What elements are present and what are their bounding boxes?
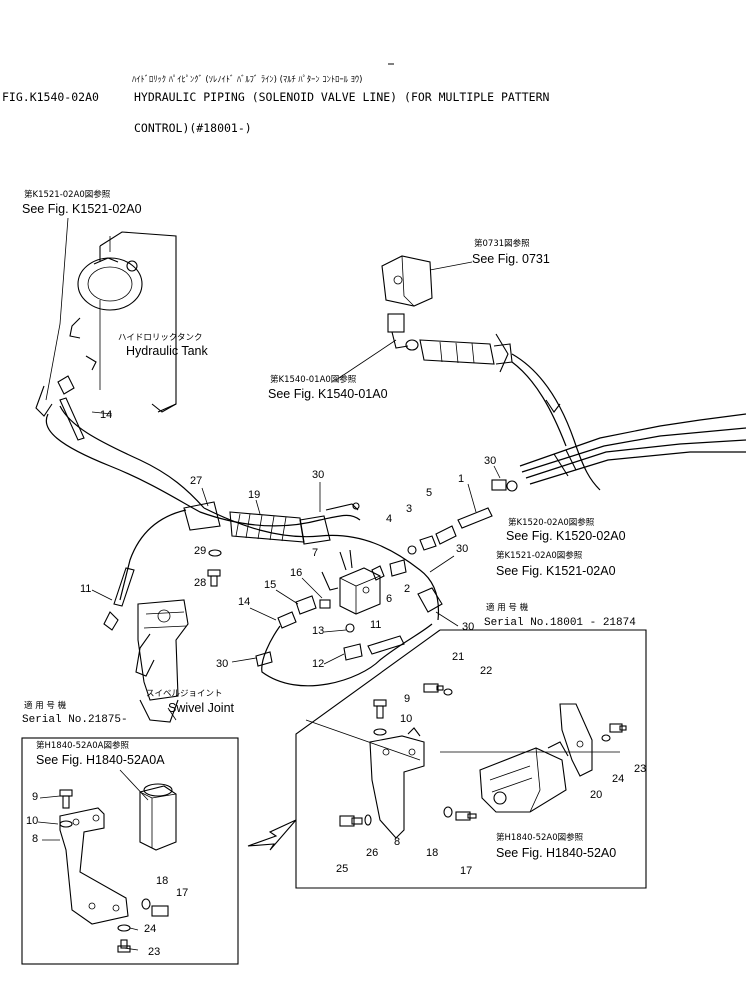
callout-16: 16 [290,567,302,579]
solenoid-block-drawing [319,549,443,661]
serial-left-frame [21,737,239,965]
callout-14-lower: 14 [238,596,250,608]
pipe-14-upper [59,397,85,441]
swivel-label-en: Swivel Joint [168,701,235,715]
serial-right-en: Serial No.18001 - 21874 [484,617,636,629]
callout-14-upper: 14 [100,409,112,421]
ref-k1540-en: See Fig. K1540-01A0 [268,387,388,401]
serial-left-jp: 適 用 号 機 [24,700,67,711]
ref-0731-en: See Fig. 0731 [472,252,550,266]
serial-left-en: Serial No.21875- [22,714,128,726]
main-hose-assembly [45,405,440,621]
leader-right-box [305,719,620,761]
callout-2: 2 [404,583,410,595]
ref-k1540-jp: 第K1540-01A0図参照 [270,374,357,385]
callout-17-right: 17 [460,865,472,877]
callout-23-right: 23 [634,763,646,775]
callout-11-left: 11 [80,583,91,595]
ref-h1840-jp: 第H1840-52A0図参照 [496,832,584,843]
pipe-11-left [103,509,187,631]
serial-right-frame [295,629,647,889]
fitting-group-upper-right [407,479,518,555]
callout-23-left: 23 [148,946,160,958]
header-title-line1: HYDRAULIC PIPING (SOLENOID VALVE LINE) (… [134,90,549,104]
left-box-assembly [59,783,177,953]
callout-24-left: 24 [144,923,156,935]
callout-10-left: 10 [26,815,38,827]
callout-18-left: 18 [156,875,168,887]
leader-ref-tank [45,217,69,401]
callout-4: 4 [386,513,392,525]
callout-24-right: 24 [612,773,624,785]
callout-30-b: 30 [484,455,496,467]
ref-k1521-top-en: See Fig. K1521-02A0 [22,202,142,216]
callout-leaders [37,411,501,951]
ref-h1840-en: See Fig. H1840-52A0 [496,846,616,860]
callout-8-left: 8 [32,833,38,845]
tank-label-en: Hydraulic Tank [126,344,209,358]
callout-3: 3 [406,503,412,515]
right-hose-bundle [511,353,746,491]
callout-28: 28 [194,577,206,589]
leader-ref-k1540 [335,339,397,381]
callout-8-right: 8 [394,836,400,848]
callout-30-d: 30 [462,621,474,633]
callout-21: 21 [452,651,464,663]
hydraulic-tank-drawing [35,231,177,417]
ref-k1521-right-en: See Fig. K1521-02A0 [496,564,616,578]
callout-27: 27 [190,475,202,487]
leader-swivel [167,707,177,721]
bracket-8-right [369,683,453,839]
bolts-right-lower [339,806,477,827]
swivel-label-jp: スイベルジョイント [146,689,223,699]
ref-h1840a-en: See Fig. H1840-52A0A [36,753,165,767]
pipe-11-right [367,635,405,655]
ref-h1840a-jp: 第H1840-52A0A図参照 [36,740,129,751]
callout-17-left: 17 [176,887,188,899]
header-jp-title: ﾊｲﾄﾞﾛﾘｯｸ ﾊﾟｲﾋﾟﾝｸﾞ (ｿﾚﾉｲﾄﾞ ﾊﾞﾙﾌﾞ ﾗｲﾝ) (ﾏﾙ… [132,75,362,85]
solenoid-valve-drawing [381,255,513,373]
pipe-15-14 [255,595,433,687]
ref-0731-jp: 第0731図参照 [474,238,530,249]
leader-ref-h1840a [119,769,149,801]
callout-18-right: 18 [426,847,438,859]
ref-k1520-jp: 第K1520-02A0図参照 [508,517,595,528]
tank-label-jp: ハイドロリックタンク [118,333,203,343]
callout-22: 22 [480,665,492,677]
callout-20: 20 [590,789,602,801]
callout-9-right: 9 [404,693,410,705]
callout-5: 5 [426,487,432,499]
figure-number: FIG.K1540-02A0 [2,90,99,104]
callout-9-left: 9 [32,791,38,803]
ref-k1521-right-jp: 第K1521-02A0図参照 [496,550,583,561]
callout-1: 1 [458,473,464,485]
swivel-joint-drawing [135,599,189,723]
callout-13: 13 [312,625,324,637]
solenoid-valve-right-drawing [479,703,627,813]
header-title-line2: CONTROL)(#18001-) [134,121,252,135]
callout-30-c: 30 [456,543,468,555]
ref-k1521-top-jp: 第K1521-02A0図参照 [24,189,111,200]
ref-k1520-en: See Fig. K1520-02A0 [506,529,626,543]
callout-15: 15 [264,579,276,591]
serial-right-jp: 適 用 号 機 [486,602,529,613]
callout-7: 7 [312,547,318,559]
callout-26: 26 [366,847,378,859]
callout-10-right: 10 [400,713,412,725]
leader-ref-0731 [429,261,473,271]
callout-12: 12 [312,658,324,670]
arrow-to-left-box [247,819,297,851]
callout-19: 19 [248,489,260,501]
bolt-28-washer-29 [207,549,222,587]
callout-30-a: 30 [312,469,324,481]
callout-29: 29 [194,545,206,557]
callout-30-e: 30 [216,658,228,670]
callout-6: 6 [386,593,392,605]
callout-25: 25 [336,863,348,875]
callout-11-right: 11 [370,619,381,631]
